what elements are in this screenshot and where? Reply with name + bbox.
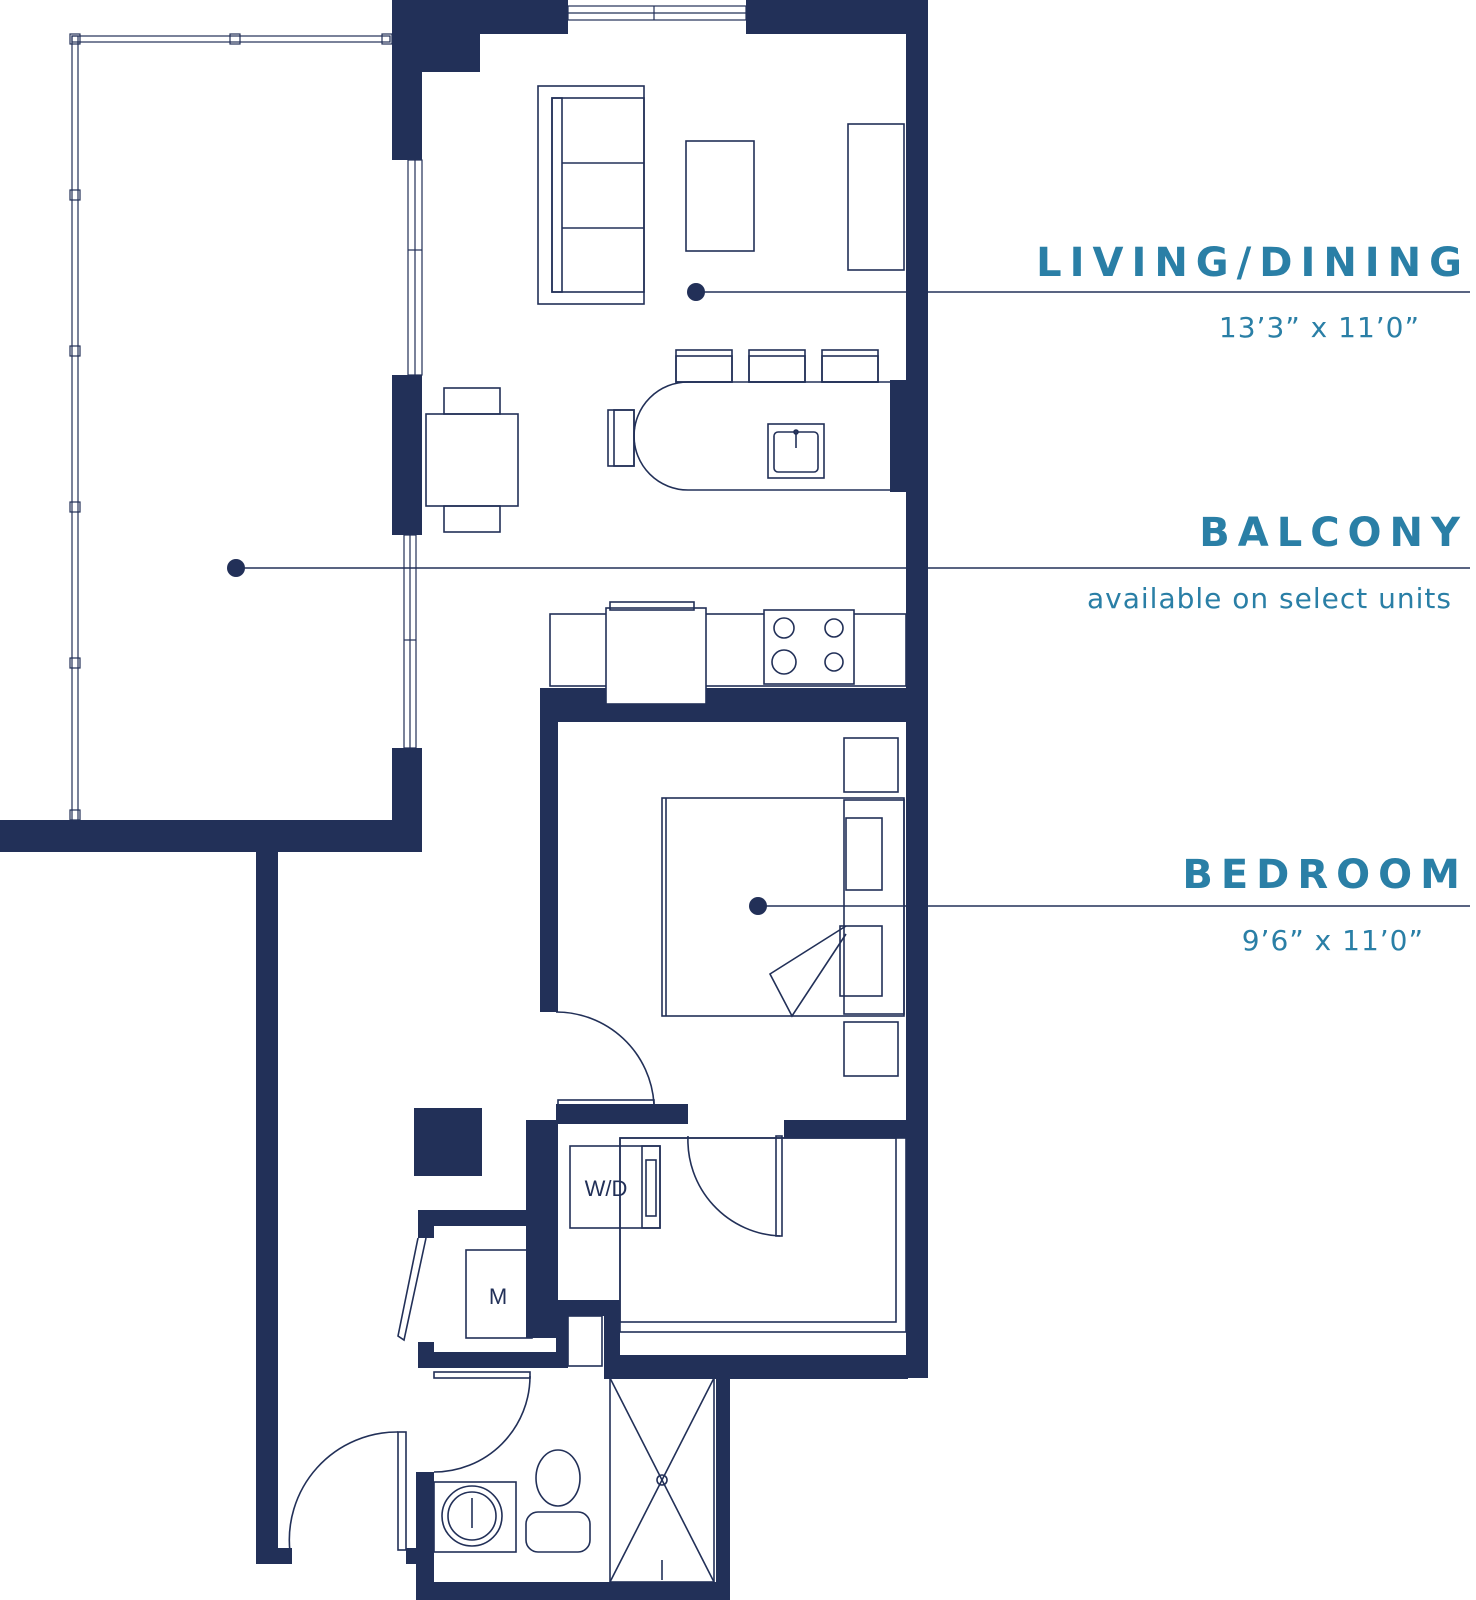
entry-door <box>288 1431 407 1553</box>
linen-closet <box>567 1315 603 1367</box>
bedroom-marker <box>749 897 767 915</box>
walls <box>0 0 928 1600</box>
bedroom-title: BEDROOM <box>1182 852 1468 898</box>
coffee-table <box>685 140 755 252</box>
living-dimensions: 13’3” x 11’0” <box>1219 311 1420 344</box>
bathroom-door <box>433 1371 531 1473</box>
sofa <box>537 85 645 305</box>
room-markers <box>227 283 1470 915</box>
windows <box>403 5 747 749</box>
nightstand-top <box>843 737 899 793</box>
living-title: LIVING/DINING <box>1036 240 1470 286</box>
island-sink <box>767 423 825 479</box>
nightstand-bottom <box>843 1021 899 1077</box>
washer-dryer-label: W/D <box>585 1176 628 1201</box>
vanity-sink <box>433 1481 517 1553</box>
mechanical-label: M <box>489 1284 507 1309</box>
shower <box>609 1377 715 1583</box>
closet <box>619 1135 907 1333</box>
kitchen-island <box>607 349 890 491</box>
balcony-title: BALCONY <box>1199 510 1468 556</box>
mechanical-unit <box>397 1237 533 1342</box>
toilet <box>525 1449 591 1553</box>
balcony-railing <box>69 33 393 822</box>
balcony-marker <box>227 559 245 577</box>
living-marker <box>687 283 705 301</box>
kitchen-counter <box>549 601 907 705</box>
bed <box>661 797 905 1018</box>
bedroom-door <box>555 1011 655 1107</box>
balcony-note: available on select units <box>1087 582 1452 615</box>
tv-console <box>847 123 905 271</box>
dining-table <box>425 387 519 533</box>
washer-dryer <box>569 1145 661 1229</box>
bedroom-dimensions: 9’6” x 11’0” <box>1242 924 1424 957</box>
